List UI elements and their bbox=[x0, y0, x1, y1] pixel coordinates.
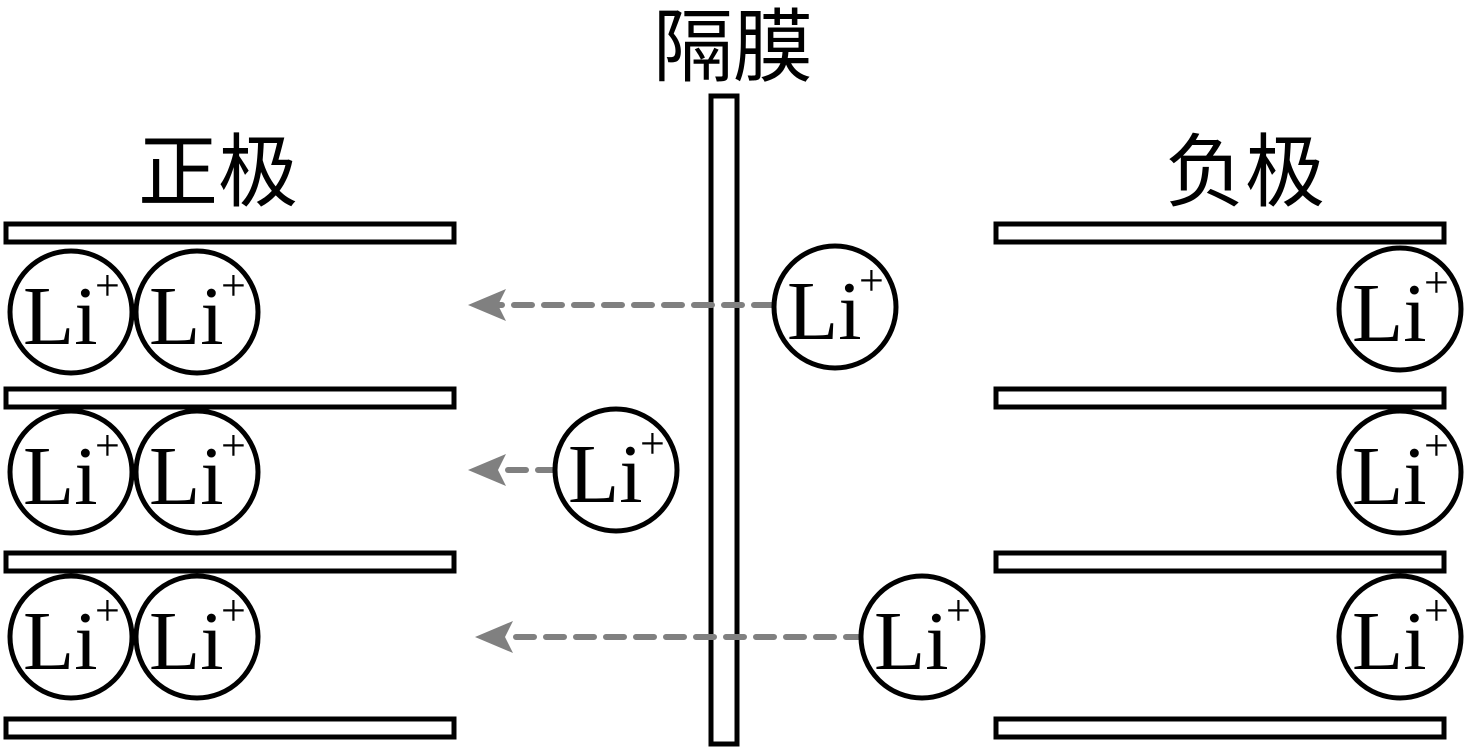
ion-symbol: Li bbox=[23, 430, 98, 523]
cathode-li-ion: Li+ bbox=[7, 408, 135, 536]
cathode-label: 正极 bbox=[138, 126, 298, 219]
ion-charge: + bbox=[1424, 421, 1449, 470]
ion-symbol: Li bbox=[568, 428, 643, 521]
anode-plate bbox=[993, 386, 1447, 410]
ion-symbol: Li bbox=[1352, 430, 1427, 523]
ion-circle bbox=[552, 406, 680, 534]
ion-charge: + bbox=[859, 256, 884, 305]
ion-circle bbox=[133, 573, 261, 701]
ion-symbol: Li bbox=[1352, 267, 1427, 360]
ion-circle bbox=[7, 573, 135, 701]
ion-circle bbox=[133, 408, 261, 536]
migration-arrow bbox=[475, 621, 867, 653]
lithium-ions: Li+Li+Li+Li+Li+Li+Li+Li+Li+Li+Li+Li+ bbox=[7, 243, 1464, 701]
ion-symbol: Li bbox=[1352, 595, 1427, 688]
cathode-li-ion: Li+ bbox=[7, 573, 135, 701]
ion-charge: + bbox=[221, 261, 246, 310]
ion-charge: + bbox=[95, 261, 120, 310]
cathode-plate bbox=[3, 550, 457, 574]
ion-circle bbox=[1336, 245, 1464, 373]
migrating-li-ion: Li+ bbox=[552, 406, 680, 534]
ion-circle bbox=[1336, 573, 1464, 701]
anode-li-ion: Li+ bbox=[1336, 408, 1464, 536]
ion-charge: + bbox=[221, 421, 246, 470]
ion-circle bbox=[133, 248, 261, 376]
cathode-li-ion: Li+ bbox=[133, 408, 261, 536]
ion-charge: + bbox=[1424, 258, 1449, 307]
migration-arrow bbox=[468, 454, 559, 486]
ion-symbol: Li bbox=[149, 430, 224, 523]
separator-label: 隔膜 bbox=[653, 1, 813, 94]
ion-symbol: Li bbox=[23, 270, 98, 363]
ion-circle bbox=[771, 243, 899, 371]
ion-symbol: Li bbox=[149, 270, 224, 363]
ion-symbol: Li bbox=[787, 265, 862, 358]
anode-plate bbox=[993, 221, 1447, 245]
anode-plate bbox=[993, 550, 1447, 574]
ion-charge: + bbox=[946, 586, 971, 635]
ion-circle bbox=[1336, 408, 1464, 536]
ion-charge: + bbox=[95, 421, 120, 470]
anode-plate bbox=[993, 716, 1447, 740]
ion-symbol: Li bbox=[874, 595, 949, 688]
migrating-li-ion: Li+ bbox=[858, 573, 986, 701]
arrowhead-icon bbox=[468, 289, 506, 321]
migrating-li-ion: Li+ bbox=[771, 243, 899, 371]
ion-circle bbox=[7, 248, 135, 376]
cathode-li-ion: Li+ bbox=[133, 248, 261, 376]
ion-symbol: Li bbox=[149, 595, 224, 688]
electrode-plates bbox=[3, 221, 1447, 740]
migration-arrows bbox=[468, 289, 867, 653]
cathode-li-ion: Li+ bbox=[133, 573, 261, 701]
anode-label: 负极 bbox=[1165, 126, 1325, 219]
cathode-plate bbox=[3, 716, 457, 740]
ion-symbol: Li bbox=[23, 595, 98, 688]
cathode-plate bbox=[3, 221, 457, 245]
separator-membrane bbox=[708, 93, 740, 747]
ion-circle bbox=[858, 573, 986, 701]
ion-charge: + bbox=[95, 586, 120, 635]
ion-charge: + bbox=[640, 419, 665, 468]
migration-arrow bbox=[468, 289, 775, 321]
arrowhead-icon bbox=[468, 454, 506, 486]
anode-li-ion: Li+ bbox=[1336, 245, 1464, 373]
cathode-li-ion: Li+ bbox=[7, 248, 135, 376]
ion-circle bbox=[7, 408, 135, 536]
ion-charge: + bbox=[221, 586, 246, 635]
anode-li-ion: Li+ bbox=[1336, 573, 1464, 701]
cathode-plate bbox=[3, 386, 457, 410]
arrowhead-icon bbox=[475, 621, 513, 653]
ion-charge: + bbox=[1424, 586, 1449, 635]
